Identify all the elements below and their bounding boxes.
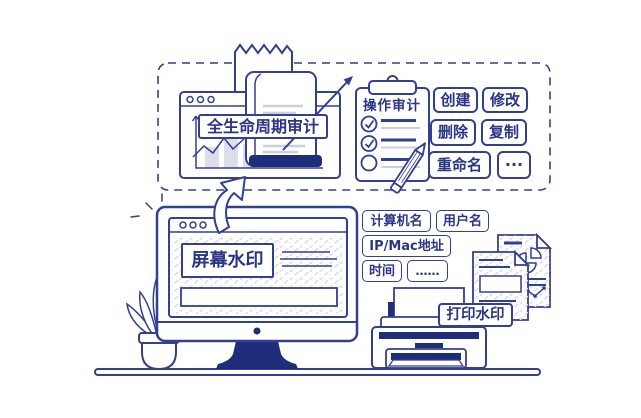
browser-dot-icon (189, 221, 197, 229)
info-tag-time: 时间 (362, 260, 402, 282)
action-tag-create: 创建 (433, 87, 478, 113)
info-tag-computer-name: 计算机名 (362, 210, 431, 232)
screen-content-box (180, 287, 338, 307)
browser-dot-icon (196, 95, 205, 104)
browser-dot-icon (207, 95, 215, 104)
action-tag-modify: 修改 (482, 87, 528, 113)
ground-line (94, 368, 541, 376)
dashed-audit-box (157, 62, 551, 191)
action-tag-rename: 重命名 (428, 151, 491, 179)
plant-leaf (138, 290, 158, 338)
printer-dark-bar (379, 332, 479, 339)
check-circle-icon (360, 115, 378, 133)
chart-dot (542, 286, 546, 290)
chart-bar (224, 139, 238, 168)
curved-arrow-icon (213, 176, 246, 234)
doc-text-lines (479, 259, 510, 268)
printer-paper-out (387, 359, 465, 367)
operation-audit-clipboard (355, 75, 430, 182)
info-tag-user-name: 用户名 (436, 210, 489, 232)
folded-corner (514, 249, 531, 266)
sparkle-lines (130, 193, 163, 218)
check-circle-icon (360, 135, 378, 152)
printer-paper-guide (388, 302, 394, 319)
screen-watermark-label: 屏幕水印 (181, 243, 274, 278)
monitor-stand (216, 341, 298, 369)
sheet-text-lines (263, 104, 305, 154)
clipboard-clip (368, 80, 417, 95)
receipt-slot-bar (249, 155, 322, 167)
operation-audit-title: 操作审计 (363, 98, 421, 115)
chart-dot (533, 294, 537, 298)
monitor-button-dot (253, 327, 261, 335)
printer-button-bar (415, 343, 443, 348)
action-tag-copy: 复制 (481, 119, 527, 146)
browser-dot-icon (199, 221, 207, 229)
pencil-icon (390, 142, 426, 194)
monitor (155, 205, 359, 369)
plant-pot (141, 342, 177, 371)
info-tag-ip-mac: IP/Mac地址 (362, 235, 451, 257)
action-tag-more: ··· (497, 151, 531, 179)
pie-slice-icon (530, 247, 542, 259)
folded-corner (536, 232, 553, 249)
check-mark-icon (364, 119, 375, 129)
browser-dot-icon (186, 95, 194, 104)
chart-bar (205, 147, 219, 168)
printer-slot-opening (391, 353, 461, 360)
info-tag-more: …… (407, 260, 448, 282)
browser-dot-icon (179, 221, 187, 229)
empty-circle-icon (360, 154, 378, 172)
printer (371, 287, 487, 369)
check-mark-icon (364, 139, 375, 149)
print-watermark-label: 打印水印 (438, 303, 513, 327)
action-tag-delete: 删除 (430, 119, 476, 146)
screen-text-lines (280, 251, 337, 267)
lifecycle-audit-label: 全生命周期审计 (198, 114, 328, 139)
doc-content-box (479, 275, 522, 293)
